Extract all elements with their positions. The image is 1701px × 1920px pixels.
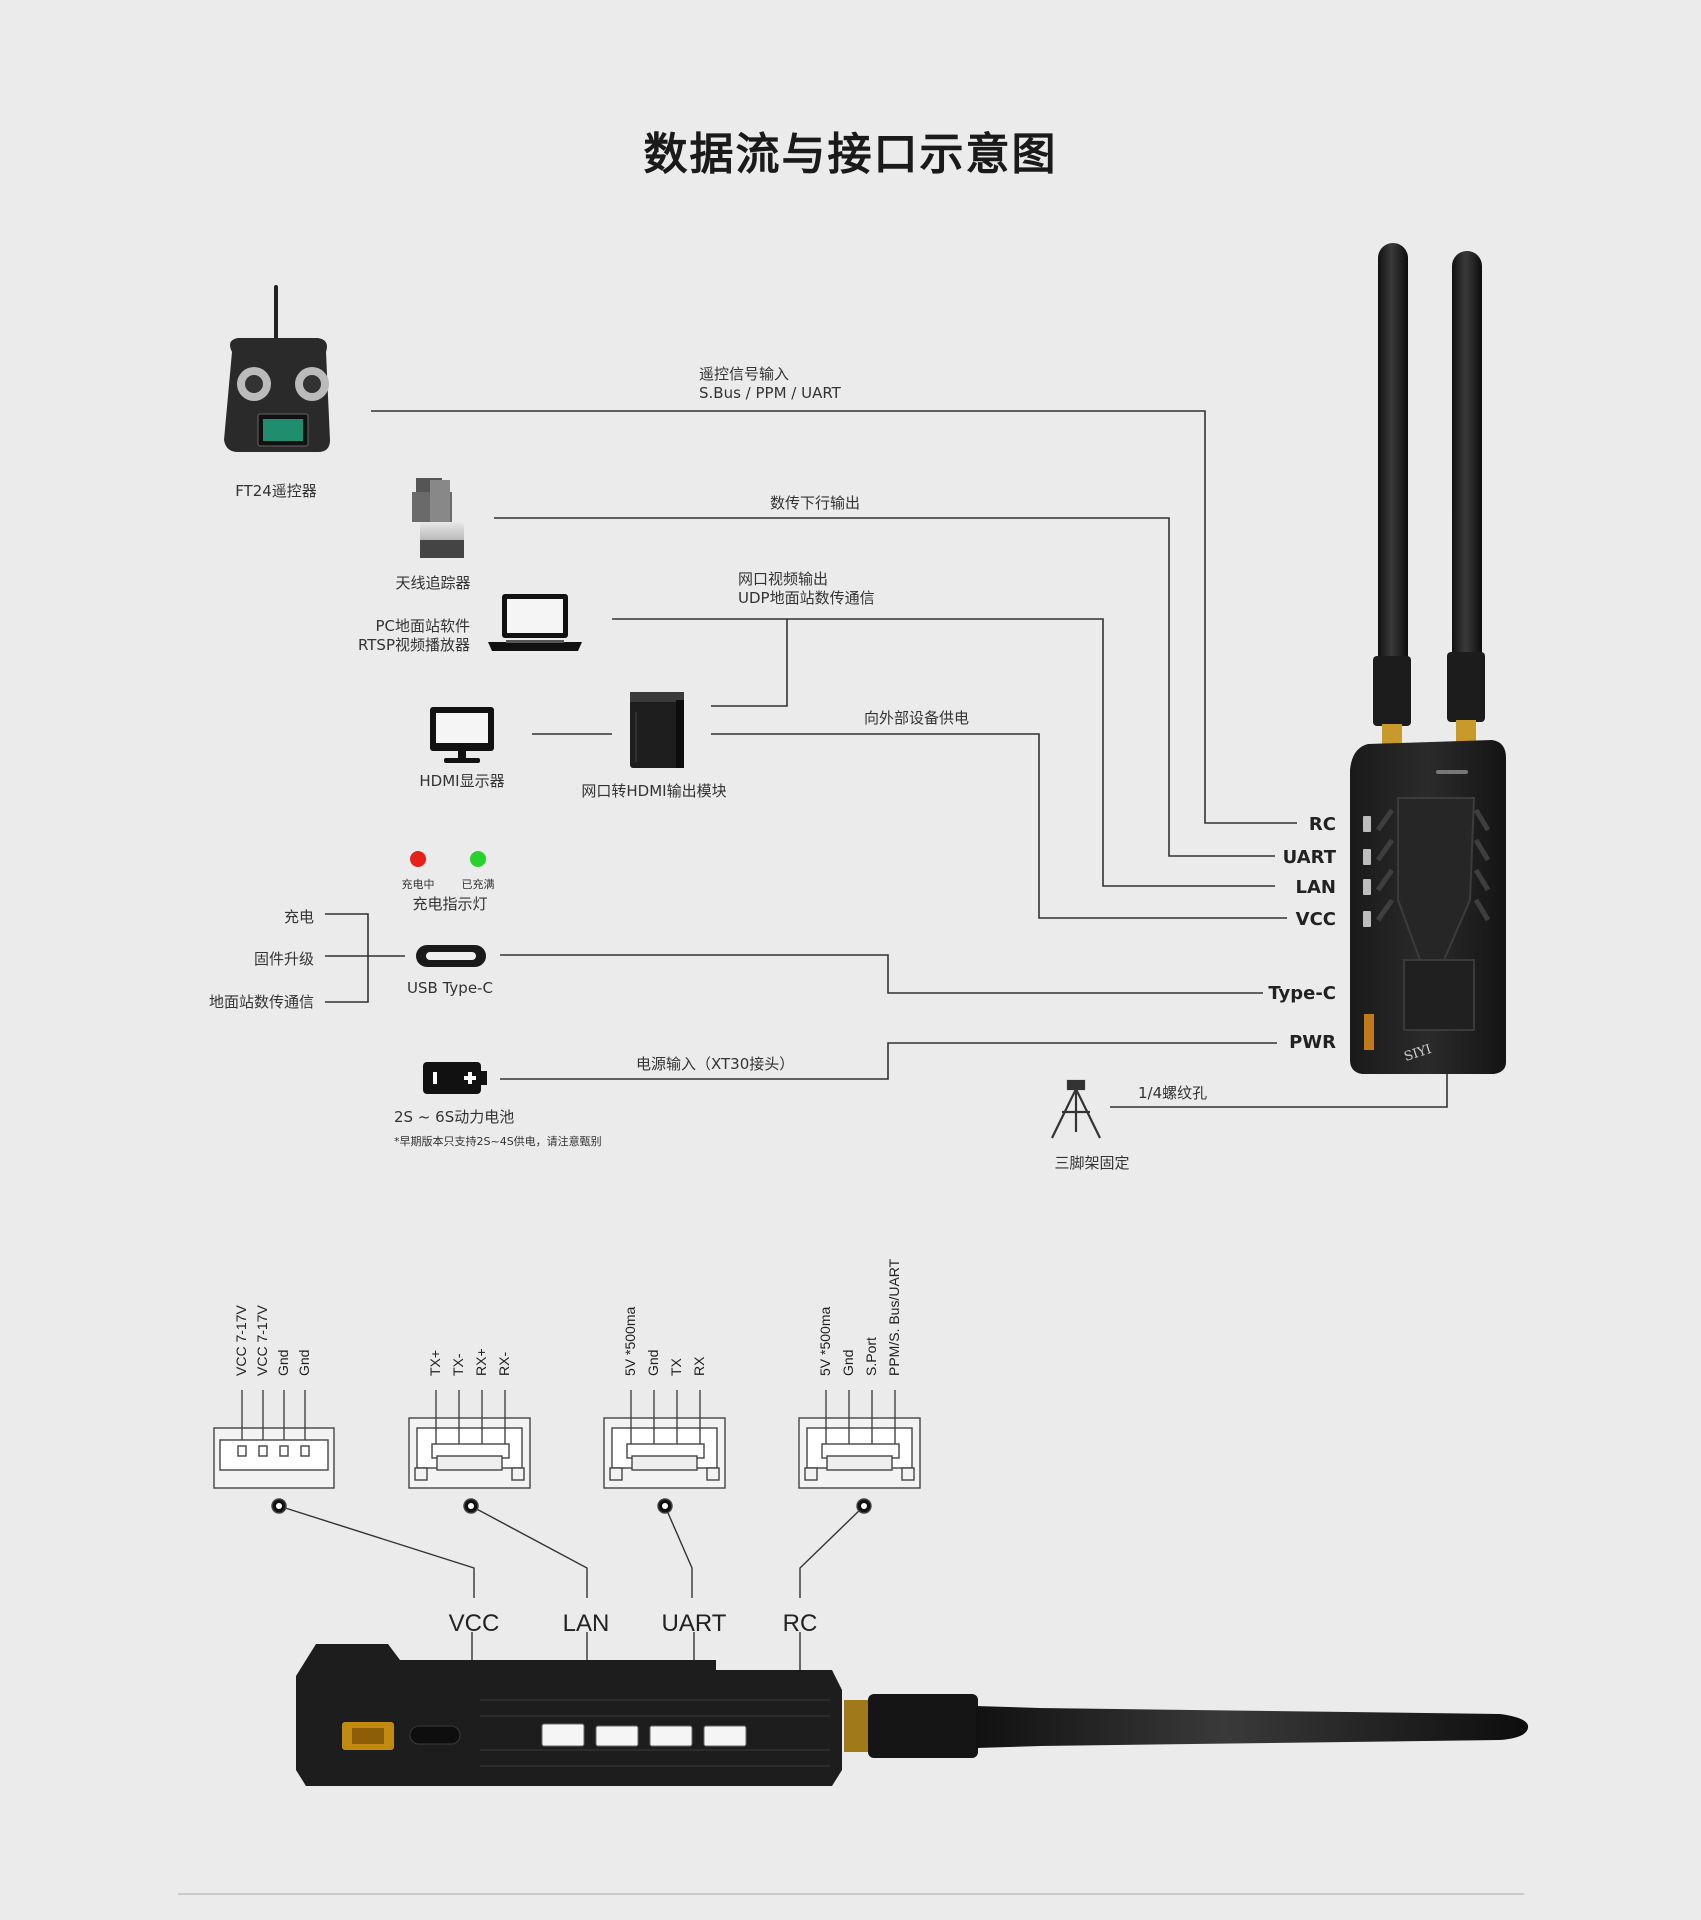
- laptop-icon: [488, 594, 582, 651]
- hdmi-module-icon: [630, 692, 684, 768]
- pin-rc-2: Gnd: [840, 1349, 856, 1376]
- port-label-type-c: Type-C: [1268, 983, 1336, 1004]
- pc-software-line1: PC地面站软件: [375, 617, 470, 635]
- hdmi-module-label: 网口转HDMI输出模块: [581, 782, 727, 800]
- antenna-tracker-icon: [412, 478, 464, 558]
- link-vcc: [711, 733, 1287, 919]
- indicator-label: 充电指示灯: [412, 895, 488, 913]
- battery-label: 2S ~ 6S动力电池: [394, 1108, 515, 1126]
- hdmi-monitor-icon: [430, 707, 494, 763]
- power-in-label: 电源输入（XT30接头）: [636, 1055, 795, 1073]
- link-rc: [371, 410, 1297, 824]
- usb-type-c-label: USB Type-C: [407, 979, 493, 997]
- usb-bracket: [325, 913, 369, 1003]
- pin-lan-3: RX+: [473, 1348, 489, 1376]
- link-typec: [500, 954, 1263, 994]
- link-pwr: [500, 1042, 1277, 1080]
- pin-uart-4: RX: [691, 1356, 707, 1376]
- ft24-remote-label: FT24遥控器: [235, 482, 317, 500]
- battery-note: *早期版本只支持2S~4S供电，请注意甄别: [394, 1135, 602, 1148]
- hdmi-display-label: HDMI显示器: [419, 772, 505, 790]
- rc-link-line2: S.Bus / PPM / UART: [699, 384, 841, 402]
- pin-uart-2: Gnd: [645, 1349, 661, 1376]
- connector-name-rc: RC: [782, 1610, 818, 1637]
- pin-vcc-2: VCC 7-17V: [254, 1305, 270, 1376]
- usb-function-firmware: 固件升级: [253, 950, 314, 968]
- port-label-rc: RC: [1308, 814, 1336, 835]
- charging-red-led: [410, 851, 426, 867]
- lan-link-label: 网口视频输出 UDP地面站数传通信: [738, 570, 875, 608]
- pin-lan-1: TX+: [427, 1349, 443, 1376]
- pin-vcc-1: VCC 7-17V: [233, 1305, 249, 1376]
- telemetry-link-label: 数传下行输出: [770, 494, 861, 512]
- air-unit-side-view: [296, 1644, 1529, 1786]
- link-lan-branch: [711, 619, 788, 707]
- full-label: 已充满: [461, 878, 495, 891]
- connector-vcc: [213, 1390, 335, 1514]
- tracker-label: 天线追踪器: [395, 574, 471, 592]
- rc-link-label: 遥控信号输入 S.Bus / PPM / UART: [699, 365, 841, 403]
- pin-vcc-4: Gnd: [296, 1349, 312, 1376]
- connector-rc: [798, 1390, 921, 1514]
- connector-name-lan: LAN: [562, 1610, 610, 1637]
- lan-link-line1: 网口视频输出: [738, 570, 829, 588]
- pin-lan-2: TX-: [450, 1353, 466, 1376]
- pin-vcc-3: Gnd: [275, 1349, 291, 1376]
- pin-rc-4: PPM/S. Bus/UART: [886, 1258, 902, 1376]
- connector-name-uart: UART: [661, 1610, 727, 1637]
- link-uart: [494, 517, 1275, 857]
- usb-function-gcs: 地面站数传通信: [208, 993, 314, 1011]
- ft24-remote-icon: [224, 285, 330, 452]
- link-screw: [1110, 1065, 1448, 1108]
- tripod-icon: [1051, 1079, 1101, 1139]
- pin-uart-3: TX: [668, 1358, 684, 1376]
- air-unit-device: [1350, 243, 1506, 1074]
- charging-green-led: [470, 851, 486, 867]
- charging-label: 充电中: [401, 878, 435, 891]
- connector-uart: [603, 1390, 726, 1514]
- pc-software-line2: RTSP视频播放器: [357, 636, 470, 654]
- pin-rc-3: S.Port: [863, 1337, 879, 1376]
- power-out-label: 向外部设备供电: [864, 709, 970, 727]
- port-label-vcc: VCC: [1295, 909, 1336, 930]
- lan-link-line2: UDP地面站数传通信: [738, 589, 875, 607]
- rc-link-line1: 遥控信号输入: [699, 365, 790, 383]
- pin-rc-1: 5V *500ma: [817, 1306, 833, 1376]
- usb-type-c-icon: [416, 945, 486, 967]
- pin-lan-4: RX-: [496, 1351, 512, 1376]
- port-label-uart: UART: [1282, 847, 1336, 868]
- port-label-pwr: PWR: [1289, 1032, 1336, 1053]
- port-label-lan: LAN: [1295, 877, 1336, 898]
- usb-function-charge: 充电: [283, 908, 314, 926]
- pin-uart-1: 5V *500ma: [622, 1306, 638, 1376]
- tripod-label: 三脚架固定: [1054, 1154, 1130, 1172]
- screw-hole-label: 1/4螺纹孔: [1138, 1084, 1208, 1102]
- page-title: 数据流与接口示意图: [643, 129, 1058, 180]
- link-lan: [612, 618, 1275, 887]
- connection-lines: [325, 410, 1448, 1108]
- connector-lan: [408, 1390, 531, 1514]
- pc-software-label: PC地面站软件 RTSP视频播放器: [300, 617, 470, 655]
- connector-name-vcc: VCC: [448, 1610, 500, 1637]
- battery-icon: [423, 1062, 487, 1094]
